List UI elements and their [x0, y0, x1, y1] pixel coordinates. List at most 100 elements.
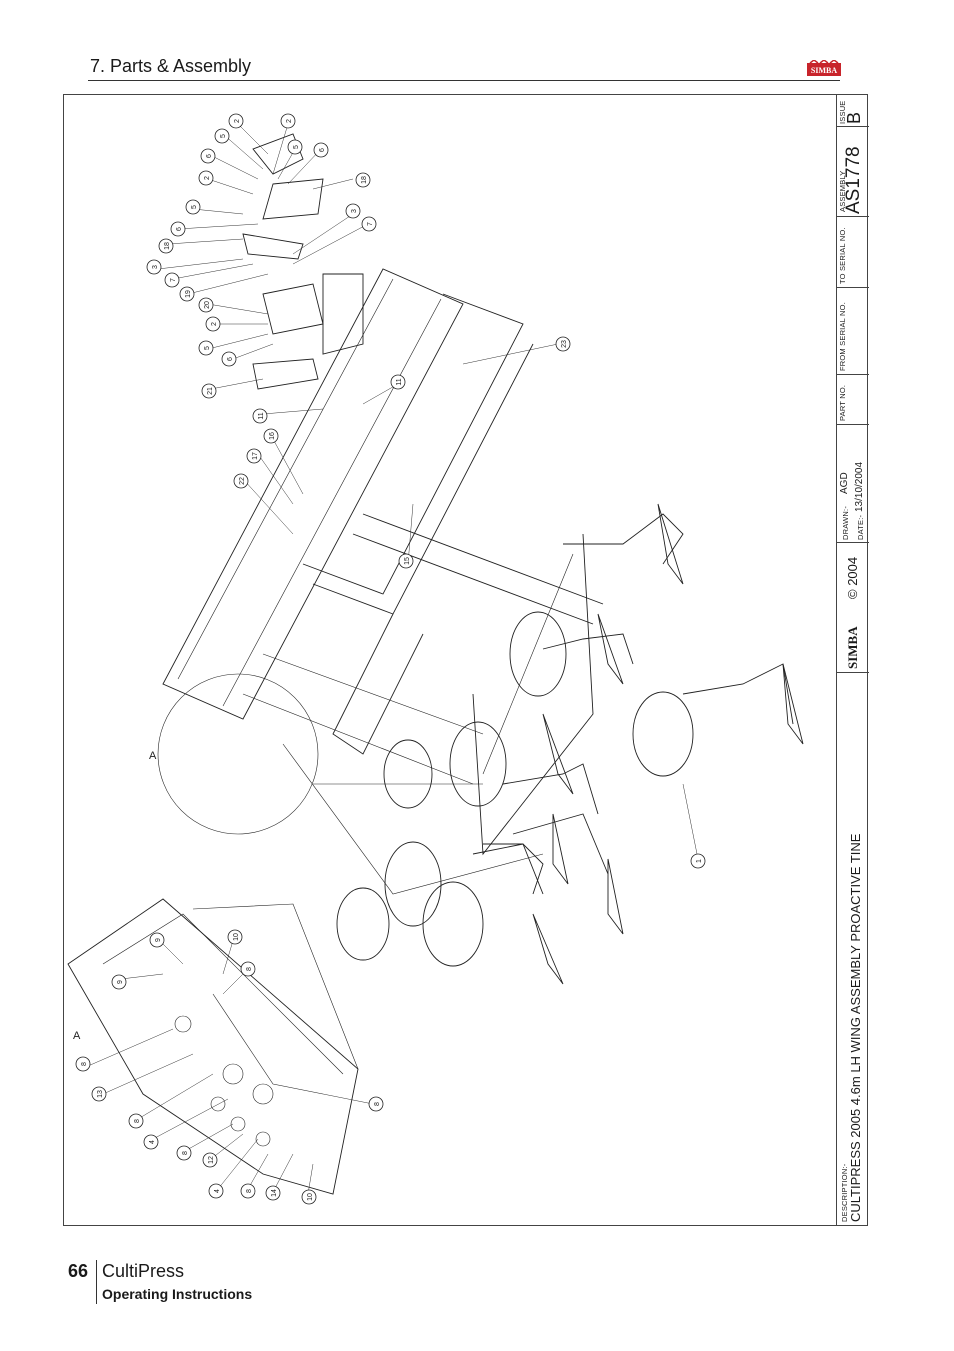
drawn-value: AGD — [839, 472, 850, 494]
callout-bubble: 5 — [287, 139, 303, 155]
callout-bubble: 20 — [198, 297, 214, 313]
callout-leaders — [87, 123, 699, 1195]
callout-number: 3 — [351, 209, 358, 213]
callout-number: 5 — [191, 205, 198, 209]
callout-number: 1 — [696, 859, 703, 863]
callout-bubble: 10 — [301, 1189, 317, 1205]
drawn-label: DRAWN:- — [841, 505, 850, 540]
view-label-a-detail: A — [73, 1030, 81, 1042]
callout-number: 2 — [234, 119, 241, 123]
callout-number: 12 — [208, 1156, 215, 1164]
callout-number: 17 — [252, 452, 259, 460]
from-serial-label: FROM SERIAL NO. — [838, 302, 847, 371]
callout-number: 19 — [185, 290, 192, 298]
main-frame — [162, 268, 604, 895]
issue-value: B — [844, 111, 864, 124]
callout-bubble: 3 — [146, 259, 162, 275]
section-title: 7. Parts & Assembly — [90, 56, 252, 76]
svg-text:SIMBA: SIMBA — [811, 66, 837, 75]
callout-bubble: 7 — [164, 272, 180, 288]
callout-number: 7 — [170, 278, 177, 282]
callout-bubble: 6 — [200, 148, 216, 164]
callout-bubble: 22 — [233, 473, 249, 489]
simba-mark: SIMBA — [845, 626, 860, 669]
callout-number: 8 — [81, 1062, 88, 1066]
callout-bubble: 16 — [263, 428, 279, 444]
product-name: CultiPress — [102, 1261, 185, 1281]
callout-bubble: 4 — [208, 1183, 224, 1199]
upper-brackets — [242, 133, 364, 390]
callout-bubble: 4 — [143, 1134, 159, 1150]
callout-bubble: 13 — [91, 1086, 107, 1102]
callout-bubble: 18 — [158, 238, 174, 254]
callout-number: 18 — [361, 176, 368, 184]
callout-bubble: 21 — [201, 383, 217, 399]
callout-number: 23 — [561, 340, 568, 348]
callout-number: 20 — [204, 301, 211, 309]
callout-number: 2 — [204, 176, 211, 180]
callout-number: 9 — [155, 938, 162, 942]
callout-bubble: 8 — [128, 1113, 144, 1129]
callout-bubble: 14 — [265, 1185, 281, 1201]
callout-bubble: 7 — [361, 216, 377, 232]
callout-bubble: 8 — [75, 1056, 91, 1072]
callout-bubble: 10 — [227, 929, 243, 945]
callout-number: 14 — [271, 1189, 278, 1197]
callout-number: 22 — [239, 477, 246, 485]
callout-number: 11 — [258, 412, 265, 419]
description-value: CULTIPRESS 2005 4.6m LH WING ASSEMBLY PR… — [848, 833, 863, 1222]
callout-number: 18 — [164, 242, 171, 250]
callout-number: 6 — [227, 357, 234, 361]
callout-bubble: 11 — [252, 408, 268, 424]
callout-bubble: 23 — [555, 336, 571, 352]
callout-number: 4 — [149, 1140, 156, 1144]
header-divider — [88, 80, 840, 81]
callout-bubble: 8 — [176, 1145, 192, 1161]
callout-bubble: 6 — [170, 221, 186, 237]
callout-number: 6 — [206, 154, 213, 158]
part-no-label: PART NO. — [838, 384, 847, 421]
callout-number: 21 — [207, 387, 214, 395]
exploded-assembly-drawing: A A 2 2 5 5 6 6 6 2 5 18 — [67, 113, 804, 1205]
callout-bubble: 12 — [202, 1152, 218, 1168]
callout-number: 8 — [134, 1119, 141, 1123]
callout-bubble: 9 — [149, 932, 165, 948]
callout-number: 6 — [176, 227, 183, 231]
callout-number: 8 — [246, 967, 253, 971]
callout-number: 9 — [117, 980, 124, 984]
callout-number: 10 — [233, 933, 240, 941]
callout-bubble: 2 — [228, 113, 244, 129]
callout-number: 6 — [319, 148, 326, 152]
callout-number: 5 — [204, 346, 211, 350]
to-serial-label: TO SERIAL NO. — [838, 227, 847, 284]
page-number: 66 — [68, 1261, 89, 1281]
press-wheels — [336, 611, 694, 967]
callout-bubble: 15 — [398, 553, 414, 569]
callout-number: 4 — [214, 1189, 221, 1193]
title-block: ISSUE B ASSEMBLY AS1778 TO SERIAL NO. FR… — [836, 94, 869, 1226]
callout-bubble: 6 — [313, 142, 329, 158]
date-value: 13/10/2004 — [854, 461, 865, 512]
detail-a-circle — [157, 673, 319, 835]
callout-bubble: 2 — [280, 113, 296, 129]
assembly-number: AS1778 — [843, 146, 864, 214]
callout-bubble: 5 — [198, 340, 214, 356]
drawing-sheet-border — [63, 94, 868, 1226]
callout-number: 8 — [182, 1151, 189, 1155]
callout-bubble: 3 — [345, 203, 361, 219]
callout-bubble: 17 — [246, 448, 262, 464]
callout-number: 8 — [246, 1189, 253, 1193]
callout-number: 8 — [374, 1102, 381, 1106]
callout-number: 10 — [307, 1193, 314, 1201]
callout-number: 13 — [97, 1090, 104, 1098]
part-callouts: 2 2 5 5 6 6 6 2 5 18 3 7 18 6 3 7 19 20 … — [75, 113, 706, 1205]
callout-bubble: 8 — [240, 961, 256, 977]
callout-number: 15 — [404, 557, 411, 565]
simba-logo: SIMBA — [807, 60, 841, 76]
callout-bubble: 18 — [355, 172, 371, 188]
callout-bubble: 5 — [214, 128, 230, 144]
callout-bubble: 8 — [368, 1096, 384, 1112]
callout-number: 7 — [367, 222, 374, 226]
callout-bubble: 19 — [179, 286, 195, 302]
tines — [472, 503, 804, 985]
